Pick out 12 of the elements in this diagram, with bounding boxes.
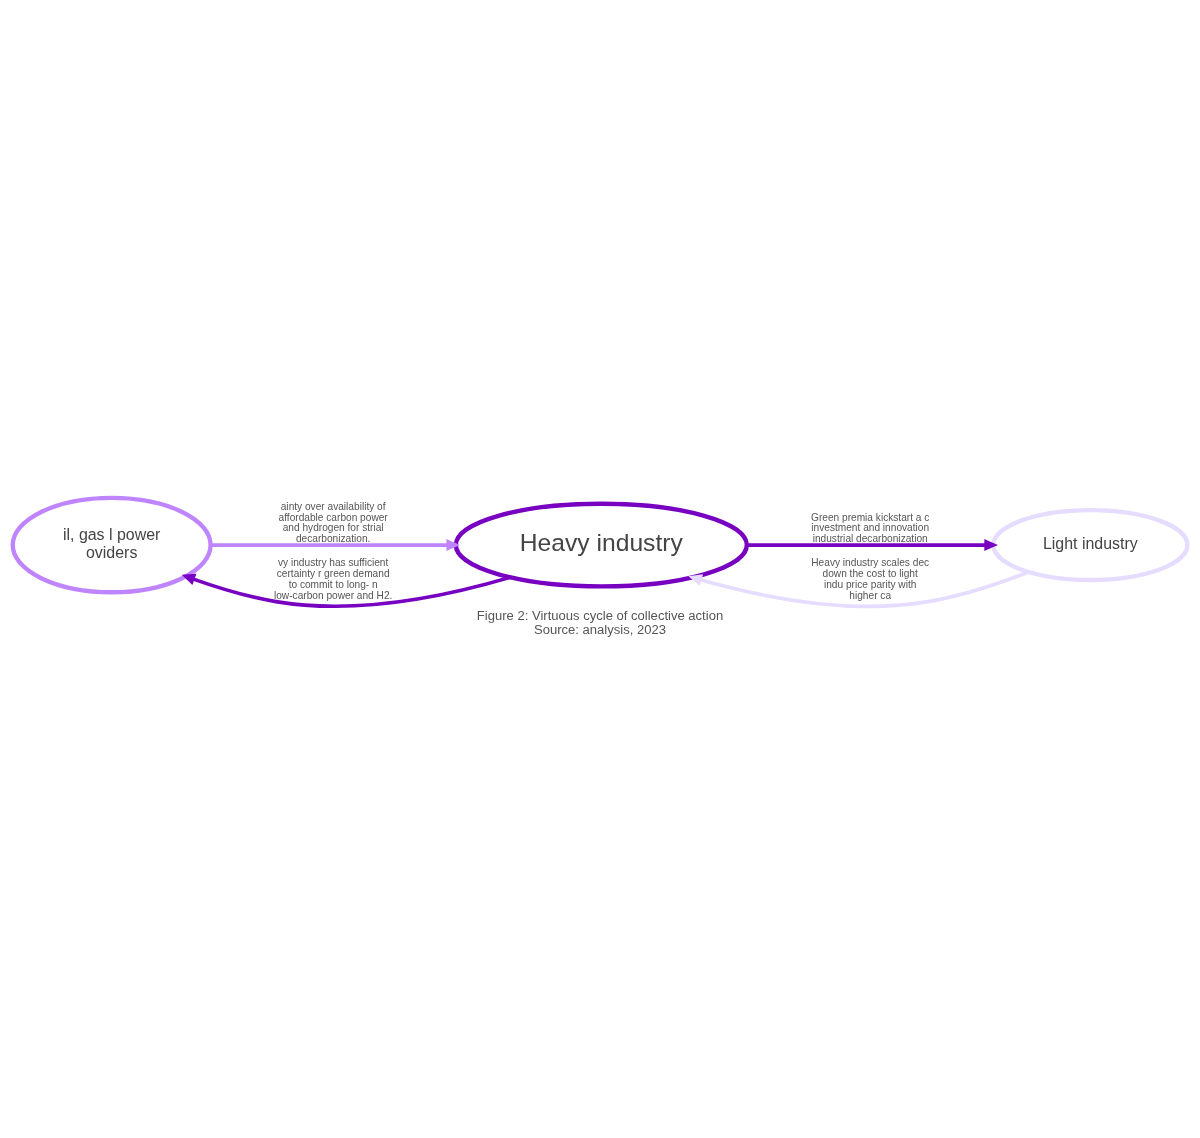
node-ellipse: il, gas l power oviders bbox=[10, 495, 213, 594]
arrow bbox=[210, 538, 460, 551]
edge-label: Green premia kickstart a c investment and innovation industrial decarbonization bbox=[811, 511, 930, 544]
edge-label: ainty over availability of affordable carbon power and hydrogen for strial decarbonization. bbox=[278, 500, 388, 544]
edge-label: vy industry has sufficient certainty r green demand to commit to long- n low-carbon power and H2. bbox=[273, 556, 393, 601]
edge-label: Heavy industry scales dec down the cost to light indu price parity with higher ca bbox=[811, 556, 930, 601]
arrow bbox=[688, 569, 1030, 608]
caption: Source: analysis, 2023 bbox=[534, 621, 666, 637]
node-ellipse: Light industry bbox=[991, 507, 1190, 582]
arrow bbox=[181, 573, 511, 608]
diagram-title: Figure 2: Virtuous cycle of collective action bbox=[476, 607, 724, 623]
arrow bbox=[747, 538, 998, 551]
